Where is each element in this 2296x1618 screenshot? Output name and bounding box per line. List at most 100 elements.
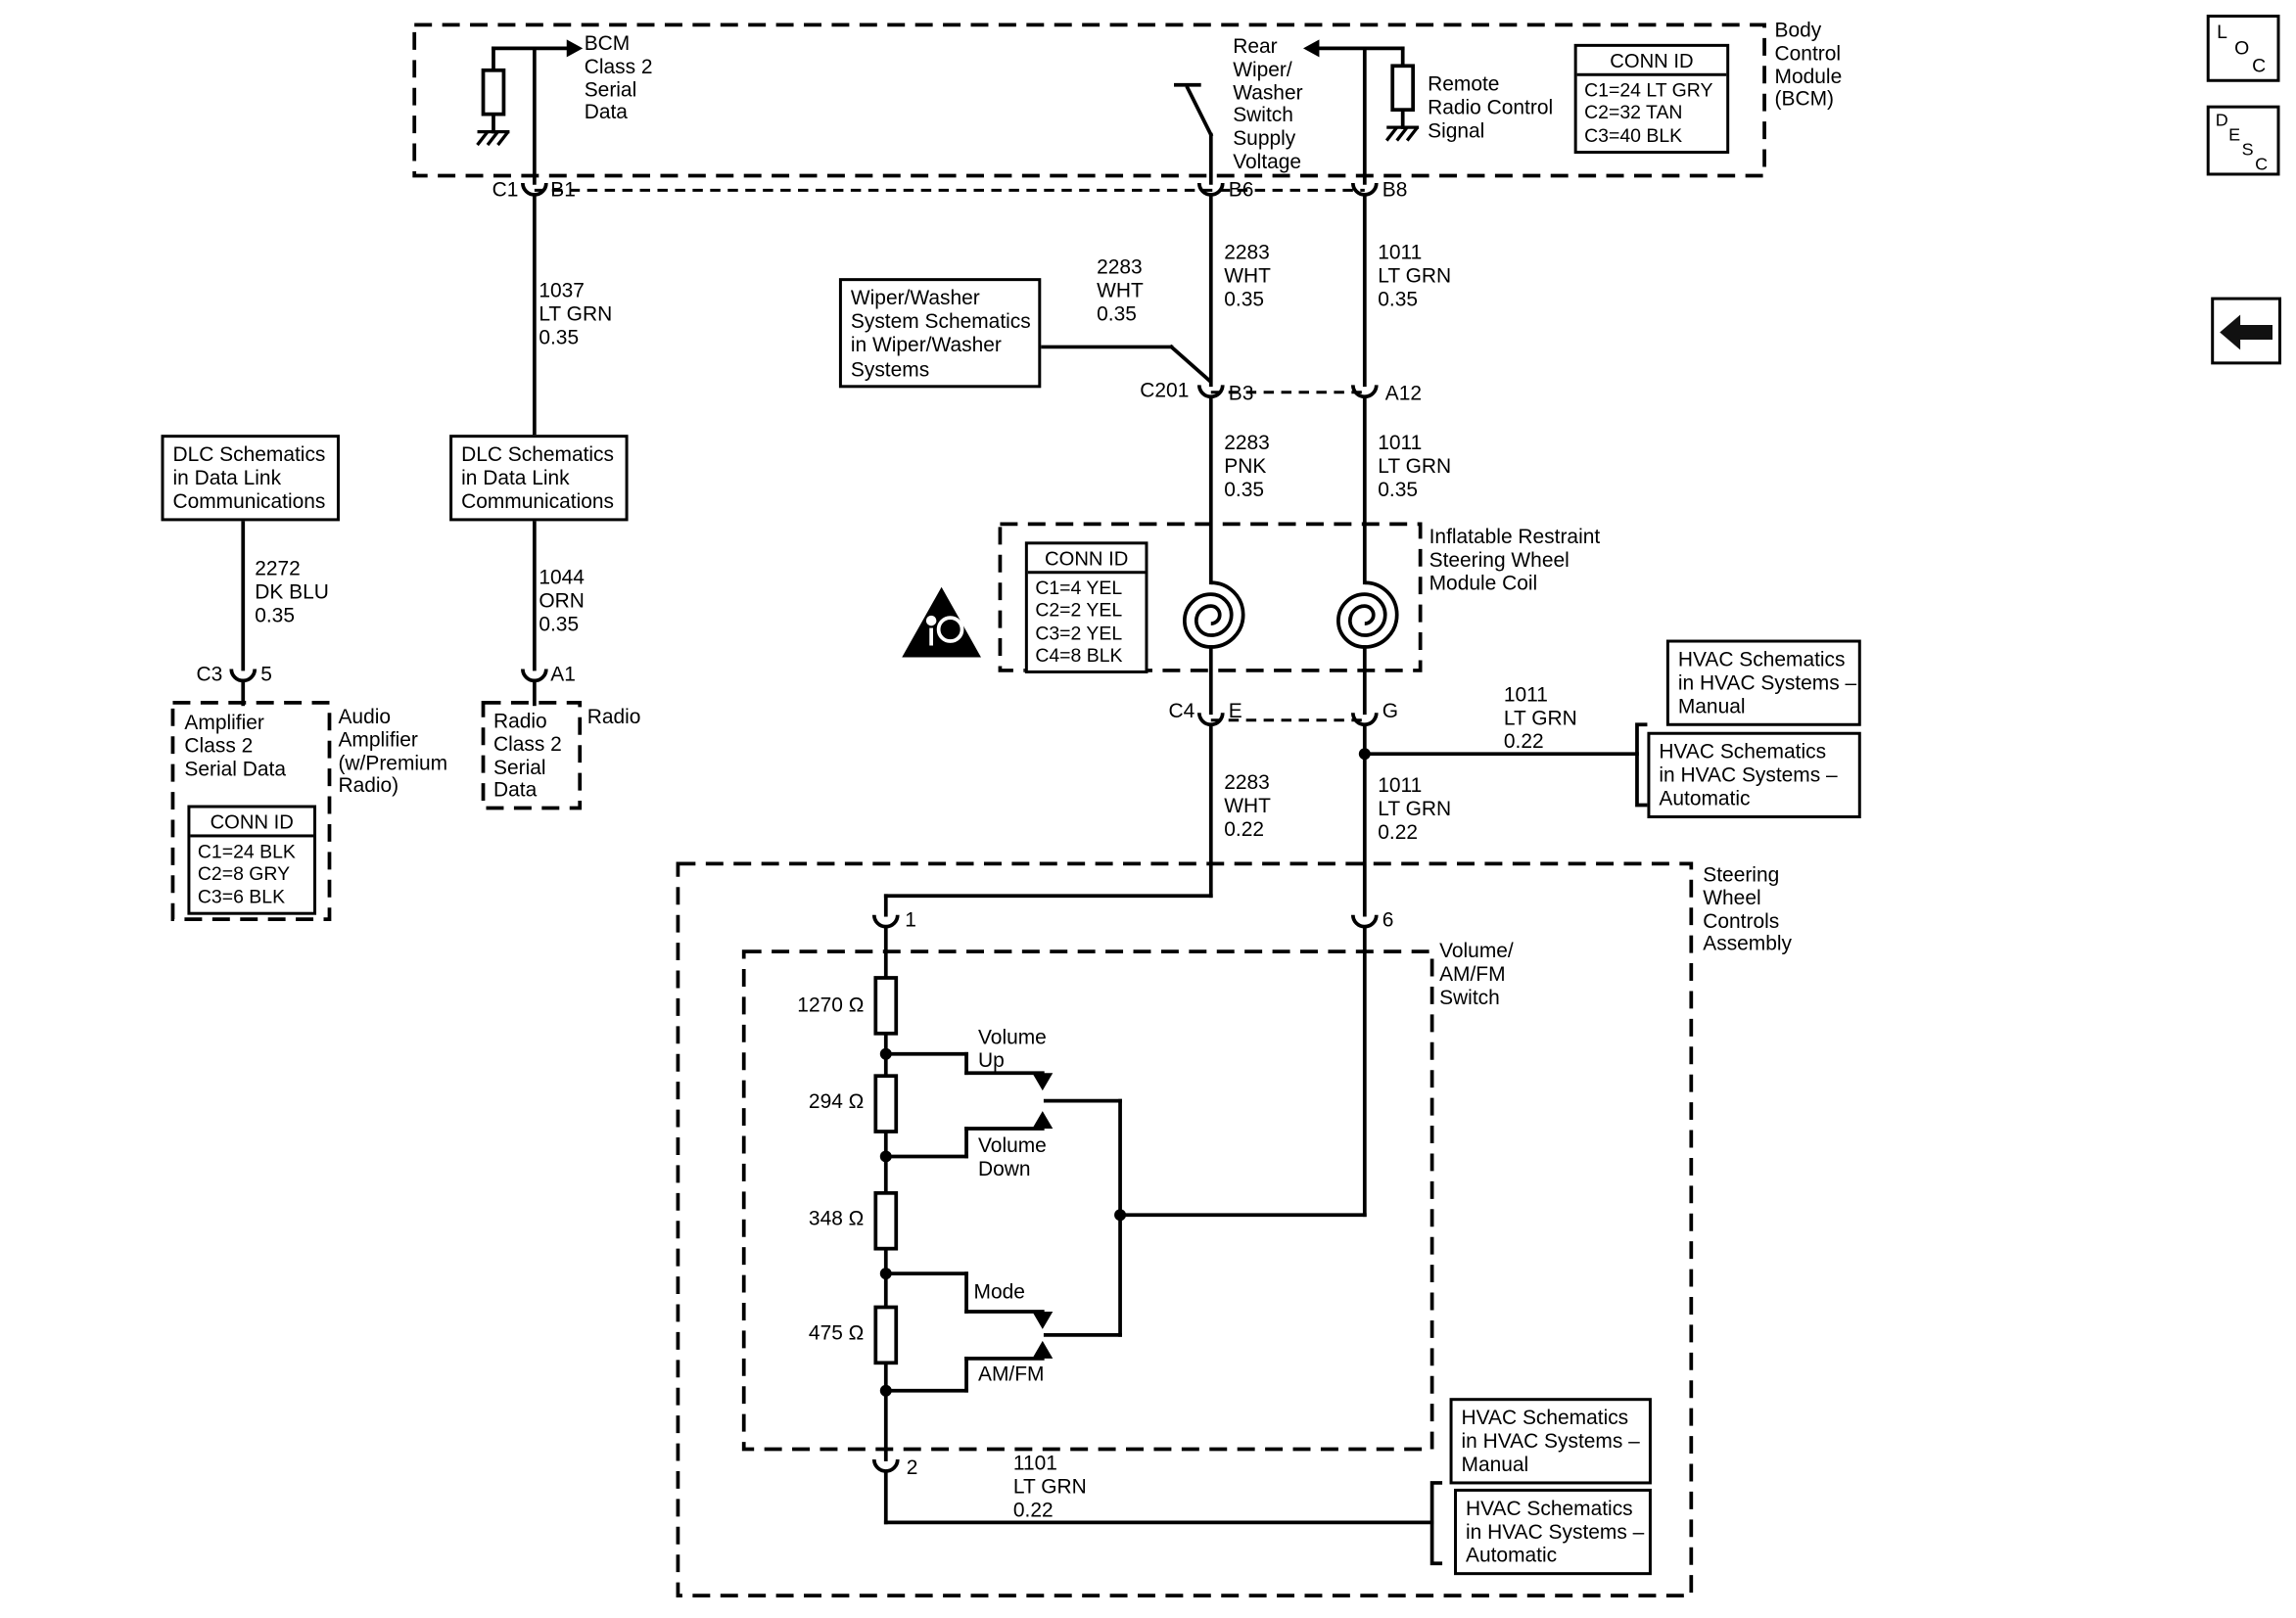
sir-warning-icon bbox=[902, 586, 981, 658]
connector-label-b1: B1 bbox=[550, 176, 576, 201]
bcm-driver-symbol bbox=[481, 64, 1416, 116]
desc-letter: D bbox=[2215, 110, 2228, 131]
wire-label-1037: 1037 LT GRN 0.35 bbox=[539, 278, 613, 348]
connector-label-c3: C3 bbox=[196, 661, 223, 685]
connector-label-a1: A1 bbox=[550, 661, 576, 685]
switch-lever-icon bbox=[1185, 85, 1214, 138]
wire-label-2283-b6: 2283 WHT 0.35 bbox=[1224, 240, 1271, 310]
button-label-mode: Mode bbox=[973, 1279, 1025, 1303]
ref-box-dlc-mid[interactable]: DLC Schematics in Data Link Communicatio… bbox=[449, 435, 629, 521]
connector-arc bbox=[229, 182, 1379, 1473]
connector-label-b6: B6 bbox=[1228, 176, 1254, 201]
desc-button[interactable]: D E S C bbox=[2206, 105, 2280, 176]
connector-label-g: G bbox=[1382, 698, 1399, 722]
connector-label-b8: B8 bbox=[1382, 176, 1408, 201]
resistor-symbol bbox=[873, 976, 899, 1365]
conn-id-row: C3=2 YEL bbox=[1035, 622, 1123, 644]
assembly-label: Steering Wheel Controls Assembly bbox=[1703, 861, 1793, 955]
ref-box-hvac-manual-bottom[interactable]: HVAC Schematics in HVAC Systems – Manual bbox=[1449, 1398, 1652, 1484]
wire-label-2283-e: 2283 WHT 0.22 bbox=[1224, 769, 1271, 840]
bcm-dashed-box bbox=[412, 23, 1766, 178]
back-button[interactable] bbox=[2211, 297, 2281, 365]
conn-id-row: C2=32 TAN bbox=[1584, 101, 1683, 124]
loc-letter: C bbox=[2252, 54, 2267, 76]
clockspring-coil-icon bbox=[1182, 580, 1399, 649]
resistor-value-348: 348 Ω bbox=[808, 1206, 865, 1230]
conn-id-row: C3=40 BLK bbox=[1584, 123, 1683, 147]
connector-label-5: 5 bbox=[260, 661, 272, 685]
ref-box-wiper-washer[interactable]: Wiper/Washer System Schematics in Wiper/… bbox=[838, 278, 1042, 389]
steering-wheel-controls-dashed-box bbox=[676, 861, 1694, 1597]
ref-box-hvac-auto-top[interactable]: HVAC Schematics in HVAC Systems – Automa… bbox=[1647, 731, 1861, 818]
conn-id-title: CONN ID bbox=[190, 809, 314, 838]
button-label-volume-up: Volume Up bbox=[977, 1024, 1047, 1072]
loc-letter: L bbox=[2217, 20, 2228, 43]
desc-letter: C bbox=[2255, 154, 2269, 174]
desc-letter: E bbox=[2228, 124, 2241, 146]
coil-label: Inflatable Restraint Steering Wheel Modu… bbox=[1429, 524, 1601, 594]
connector-label-e: E bbox=[1228, 698, 1242, 722]
switch-label: Volume/ AM/FM Switch bbox=[1439, 938, 1514, 1008]
bcm-serial-data-label: BCM Class 2 Serial Data bbox=[584, 30, 653, 124]
back-arrow-icon bbox=[2220, 314, 2273, 350]
resistor-value-294: 294 Ω bbox=[808, 1088, 865, 1113]
conn-id-row: C2=8 GRY bbox=[197, 862, 291, 885]
wire-label-1011-b8: 1011 LT GRN 0.35 bbox=[1378, 240, 1452, 310]
desc-letter: S bbox=[2241, 139, 2254, 161]
wire-label-1011-a12: 1011 LT GRN 0.35 bbox=[1378, 430, 1452, 500]
wire-label-1044: 1044 ORN 0.35 bbox=[539, 565, 585, 635]
connector-row-line bbox=[534, 188, 1365, 722]
radio-outer-label: Radio bbox=[586, 704, 641, 728]
wire-label-2283-pnk: 2283 PNK 0.35 bbox=[1224, 430, 1270, 500]
amplifier-inner-label: Amplifier Class 2 Serial Data bbox=[184, 710, 287, 780]
wire-label-1101: 1101 LT GRN 0.22 bbox=[1012, 1451, 1087, 1521]
resistor-value-475: 475 Ω bbox=[808, 1319, 865, 1344]
amplifier-dashed-box bbox=[170, 700, 332, 922]
conn-id-row: C3=6 BLK bbox=[197, 885, 286, 907]
connector-label-c201: C201 bbox=[1140, 377, 1190, 401]
amplifier-outer-label: Audio Amplifier (w/Premium Radio) bbox=[338, 704, 448, 798]
connector-label-c4: C4 bbox=[1168, 698, 1195, 722]
destination-bracket bbox=[1429, 722, 1648, 1566]
bcm-title: Body Control Module (BCM) bbox=[1774, 17, 1843, 111]
wire-label-1011-hvac: 1011 LT GRN 0.22 bbox=[1503, 681, 1577, 753]
conn-id-row: C2=2 YEL bbox=[1035, 599, 1123, 622]
wires bbox=[241, 46, 1639, 1525]
wire-label-1011-g: 1011 LT GRN 0.22 bbox=[1378, 772, 1452, 843]
ground-icon bbox=[476, 125, 1420, 147]
dashed-boxes bbox=[170, 23, 1766, 1597]
signal-arrow-icon bbox=[566, 39, 1320, 58]
conn-id-row: C1=4 YEL bbox=[1035, 577, 1123, 599]
conn-id-row: C4=8 BLK bbox=[1035, 643, 1123, 667]
wire-label-2283-wiper: 2283 WHT 0.35 bbox=[1097, 254, 1144, 325]
loc-letter: O bbox=[2234, 36, 2250, 59]
junction-dot bbox=[879, 748, 1371, 1397]
conn-id-title: CONN ID bbox=[1576, 47, 1727, 76]
volume-amfm-switch-dashed-box bbox=[741, 949, 1434, 1452]
ref-box-dlc-left[interactable]: DLC Schematics in Data Link Communicatio… bbox=[161, 435, 340, 521]
ref-box-hvac-auto-bottom[interactable]: HVAC Schematics in HVAC Systems – Automa… bbox=[1454, 1488, 1652, 1575]
button-label-am-fm: AM/FM bbox=[977, 1361, 1045, 1385]
radio-inner-label: Radio Class 2 Serial Data bbox=[492, 708, 562, 802]
ref-box-hvac-manual-top[interactable]: HVAC Schematics in HVAC Systems – Manual bbox=[1665, 639, 1861, 726]
radio-dashed-box bbox=[481, 700, 583, 810]
connector-label-b3: B3 bbox=[1228, 380, 1254, 404]
connector-label-1: 1 bbox=[905, 907, 916, 932]
resistor-value-1270: 1270 Ω bbox=[797, 992, 865, 1016]
loc-button[interactable]: L O C bbox=[2206, 14, 2280, 82]
bcm-wiper-supply-label: Rear Wiper/ Washer Switch Supply Voltage bbox=[1233, 33, 1303, 173]
connector-label-2: 2 bbox=[906, 1455, 918, 1479]
connector-label-c1: C1 bbox=[492, 176, 519, 201]
button-label-volume-down: Volume Down bbox=[977, 1133, 1047, 1180]
conn-id-row: C1=24 LT GRY bbox=[1584, 78, 1713, 102]
bcm-remote-radio-label: Remote Radio Control Signal bbox=[1428, 71, 1554, 142]
conn-id-title: CONN ID bbox=[1027, 544, 1146, 575]
conn-id-row: C1=24 BLK bbox=[197, 840, 296, 862]
wire-label-2272: 2272 DK BLU 0.35 bbox=[255, 556, 329, 626]
switch-contact-icon bbox=[1032, 1073, 1054, 1359]
